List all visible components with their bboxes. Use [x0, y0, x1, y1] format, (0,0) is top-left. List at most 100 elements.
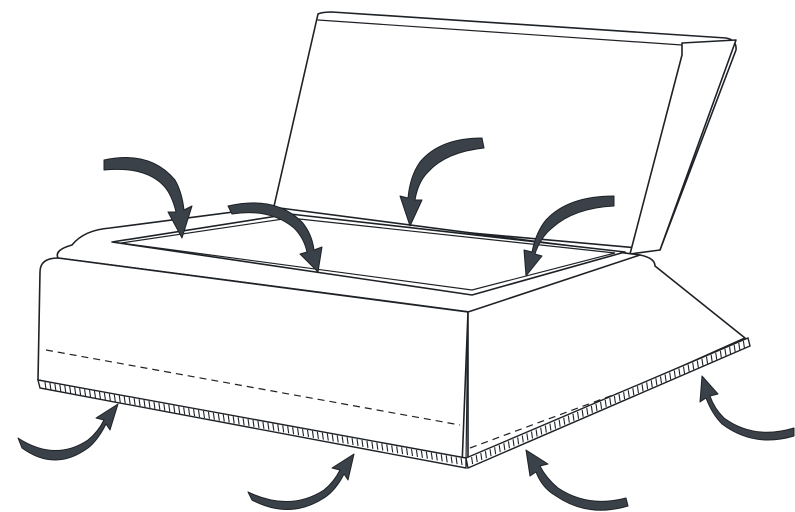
- hem-tick: [262, 421, 265, 429]
- hem-tick: [581, 409, 584, 417]
- hem-tick: [252, 419, 255, 428]
- hem-tick: [292, 427, 295, 435]
- hem-tick: [401, 447, 404, 455]
- hem-tick: [178, 406, 181, 414]
- side-hem-ticks: [471, 340, 745, 465]
- curved-arrow-icon: [525, 449, 629, 511]
- hem-tick: [331, 434, 334, 442]
- hem-tick: [664, 374, 667, 382]
- hem-tick: [227, 415, 230, 423]
- hem-tick: [521, 435, 524, 443]
- hem-tick: [103, 392, 106, 400]
- hem-tick: [641, 384, 644, 392]
- hem-tick: [153, 401, 156, 409]
- hem-tick: [197, 409, 201, 418]
- hem-tick: [618, 394, 621, 402]
- hem-tick: [207, 411, 210, 419]
- backrest-side-panel: [629, 39, 737, 255]
- backrest-top-edge: [317, 19, 683, 46]
- hem-tick: [544, 425, 547, 433]
- hem-tick: [655, 378, 658, 386]
- hem-tick: [484, 451, 487, 459]
- hem-tick: [247, 419, 250, 427]
- hem-tick: [415, 449, 419, 458]
- hem-tick: [54, 383, 57, 391]
- hem-tick: [609, 397, 612, 406]
- hem-tick: [471, 456, 474, 465]
- hem-tick: [183, 407, 186, 415]
- hem-tick: [391, 445, 394, 453]
- hem-tick: [650, 380, 653, 388]
- hem-tick: [623, 392, 626, 400]
- seat-front-corner-line: [465, 311, 469, 463]
- hem-tick: [705, 356, 709, 364]
- bottom-hem: [37, 337, 751, 469]
- hem-tick: [202, 410, 206, 419]
- hem-tick: [371, 441, 374, 449]
- hem-tick: [530, 431, 534, 439]
- hem-tick: [613, 395, 616, 404]
- hem-tick: [692, 362, 695, 370]
- hem-tick: [282, 425, 285, 433]
- hem-tick: [113, 394, 116, 402]
- hem-tick: [406, 448, 409, 456]
- seat-side-panel: [467, 254, 746, 463]
- hem-tick: [540, 427, 543, 435]
- hem-tick: [440, 454, 443, 462]
- hem-tick: [632, 388, 635, 396]
- hem-tick: [742, 340, 745, 349]
- hem-tick: [366, 440, 369, 448]
- hem-tick: [84, 389, 87, 397]
- hem-tick: [489, 449, 492, 457]
- hem-tick: [44, 381, 47, 389]
- hem-tick: [673, 370, 676, 378]
- hem-tick: [659, 376, 663, 384]
- hem-tick: [88, 389, 92, 398]
- hem-tick: [507, 441, 511, 449]
- hem-tick: [287, 426, 290, 434]
- hem-tick: [242, 418, 245, 426]
- hem-tick: [687, 364, 690, 372]
- hem-tick: [646, 382, 649, 390]
- hem-tick: [682, 366, 686, 374]
- seat-top: [56, 206, 641, 313]
- front-hem-ticks: [44, 381, 463, 466]
- hem-tick: [590, 405, 593, 413]
- hem-tick: [604, 399, 607, 408]
- hem-tick: [586, 407, 589, 415]
- hem-tick: [217, 413, 220, 421]
- hem-tick: [460, 458, 463, 466]
- hem-tick: [430, 452, 433, 460]
- hem-tick: [93, 390, 97, 399]
- hem-tick: [64, 385, 67, 393]
- hem-tick: [563, 417, 566, 425]
- hem-tick: [351, 438, 354, 446]
- hem-tick: [173, 405, 176, 413]
- curved-arrow-icon: [103, 157, 193, 239]
- curved-arrow-icon: [523, 195, 615, 277]
- hem-tick: [356, 438, 359, 447]
- hem-tick: [669, 372, 672, 380]
- hem-tick: [74, 387, 77, 395]
- hem-tick: [158, 402, 161, 410]
- hem-tick: [480, 453, 483, 461]
- hem-tick: [98, 391, 101, 399]
- hem-tick: [475, 454, 478, 463]
- hem-tick: [257, 420, 260, 428]
- hem-tick: [123, 396, 126, 404]
- hem-tick: [311, 430, 314, 438]
- hem-tick: [636, 386, 639, 394]
- hem-tick: [222, 414, 225, 422]
- hem-tick: [168, 404, 171, 412]
- hem-tick: [710, 354, 713, 362]
- hem-tick: [425, 451, 428, 459]
- hem-tick: [49, 382, 52, 390]
- hem-tick: [301, 428, 305, 437]
- hem-tick: [445, 455, 448, 463]
- hem-tick: [517, 437, 520, 445]
- hem-tick: [316, 431, 319, 439]
- hem-tick: [535, 429, 538, 437]
- hem-tick: [341, 436, 344, 444]
- hem-tick: [69, 386, 72, 394]
- hem-tick: [148, 400, 151, 409]
